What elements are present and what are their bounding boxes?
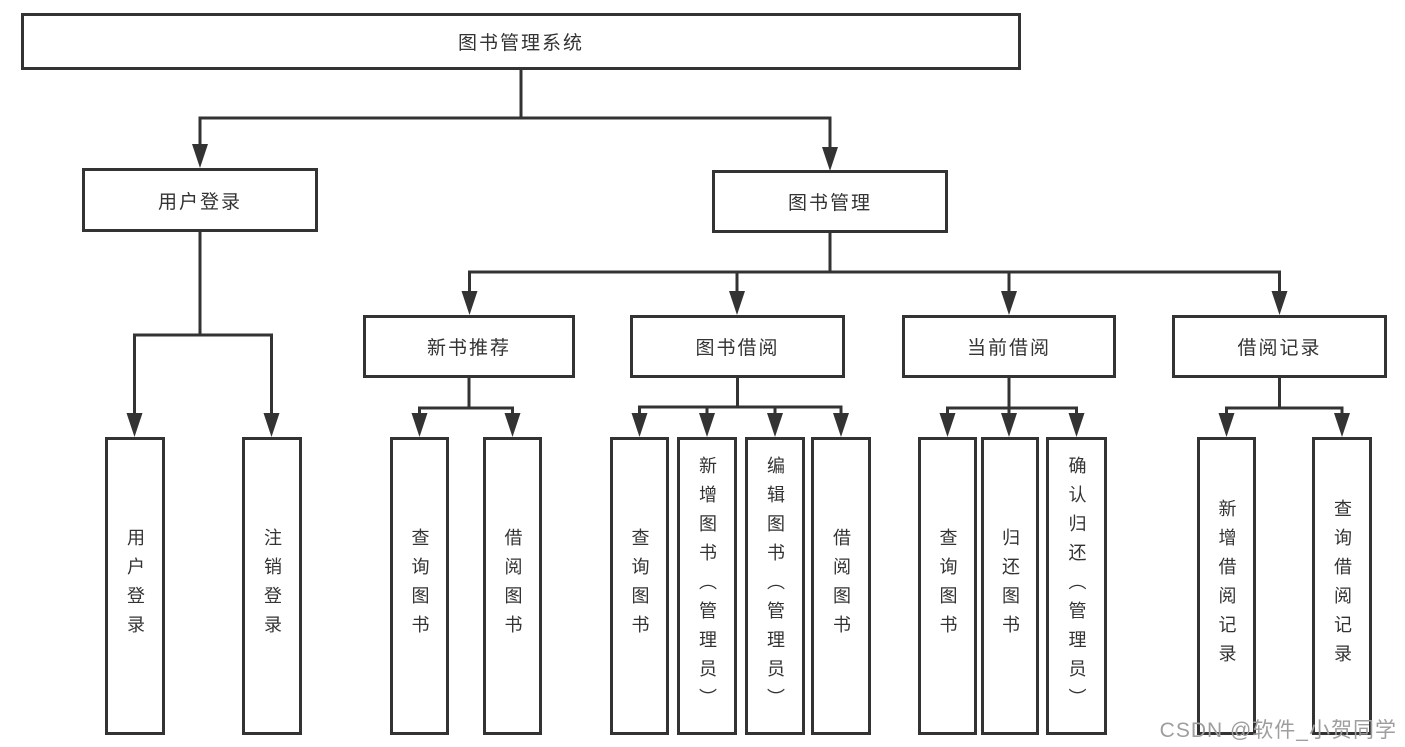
node-borrowing-records: 借阅记录 bbox=[1172, 315, 1387, 378]
node-bb-add-book-admin: 新增图书（管理员） bbox=[677, 437, 737, 735]
node-cb-return-books: 归还图书 bbox=[981, 437, 1039, 735]
node-label: 查询图书 bbox=[629, 528, 650, 644]
arrowhead bbox=[1001, 291, 1017, 315]
node-label: 归还图书 bbox=[1000, 528, 1020, 644]
connector-newbook-children bbox=[411, 378, 521, 437]
node-label: 用户登录 bbox=[125, 528, 145, 644]
arrowhead bbox=[833, 413, 849, 437]
arrowhead bbox=[767, 413, 783, 437]
connector-management-children bbox=[461, 233, 1288, 315]
node-label: 借阅图书 bbox=[502, 528, 523, 644]
node-label: 图书管理系统 bbox=[457, 33, 584, 54]
node-label: 借阅图书 bbox=[831, 528, 851, 644]
arrowhead bbox=[1334, 413, 1350, 437]
arrowhead bbox=[126, 413, 143, 437]
arrowhead bbox=[1068, 413, 1085, 437]
node-logout: 注销登录 bbox=[242, 437, 302, 735]
arrowhead bbox=[461, 291, 478, 315]
node-bb-query-books: 查询图书 bbox=[610, 437, 669, 735]
node-book-borrowing: 图书借阅 bbox=[630, 315, 845, 378]
arrowhead bbox=[1271, 291, 1288, 315]
node-user-login-leaf: 用户登录 bbox=[105, 437, 165, 735]
node-book-management: 图书管理 bbox=[712, 170, 948, 233]
node-label: 图书借阅 bbox=[695, 338, 780, 359]
node-label: 当前借阅 bbox=[966, 338, 1051, 359]
node-br-add-borrow-record: 新增借阅记录 bbox=[1197, 437, 1256, 735]
node-label: 图书管理 bbox=[787, 193, 872, 214]
node-bb-borrow-books: 借阅图书 bbox=[811, 437, 871, 735]
csdn-watermark: CSDN @软件_小贺同学 bbox=[1159, 719, 1397, 742]
node-label: 新书推荐 bbox=[426, 338, 511, 359]
node-label: 新增借阅记录 bbox=[1216, 499, 1237, 673]
arrowhead bbox=[631, 413, 648, 437]
node-label: 查询图书 bbox=[937, 528, 958, 644]
connector-current-children bbox=[939, 378, 1085, 437]
arrowhead bbox=[729, 291, 745, 315]
arrowhead bbox=[822, 147, 838, 171]
node-label: 查询图书 bbox=[409, 528, 430, 644]
node-label: 新增图书（管理员） bbox=[697, 455, 717, 717]
arrowhead bbox=[1001, 413, 1017, 437]
node-cb-query-books: 查询图书 bbox=[918, 437, 977, 735]
arrowhead bbox=[263, 413, 280, 437]
node-label: 借阅记录 bbox=[1237, 338, 1322, 359]
node-current-borrowing: 当前借阅 bbox=[902, 315, 1116, 378]
arrowhead bbox=[699, 413, 715, 437]
arrowhead bbox=[939, 413, 956, 437]
connector-borrowing-children bbox=[631, 378, 849, 437]
connector-root-children bbox=[192, 70, 838, 171]
arrowhead bbox=[411, 413, 428, 437]
node-nb-query-books: 查询图书 bbox=[390, 437, 449, 735]
node-label: 确认归还（管理员） bbox=[1066, 455, 1087, 717]
node-label: 注销登录 bbox=[262, 528, 282, 644]
arrowhead bbox=[192, 144, 208, 168]
connector-login-children bbox=[126, 232, 280, 437]
arrowhead bbox=[1218, 413, 1235, 437]
arrowhead bbox=[504, 413, 521, 437]
node-new-book-recommendation: 新书推荐 bbox=[363, 315, 575, 378]
node-label: 查询借阅记录 bbox=[1332, 499, 1352, 673]
node-bb-edit-book-admin: 编辑图书（管理员） bbox=[745, 437, 805, 735]
node-label: 用户登录 bbox=[157, 191, 242, 213]
node-br-query-borrow-record: 查询借阅记录 bbox=[1312, 437, 1372, 735]
node-library-management-system: 图书管理系统 bbox=[21, 13, 1021, 70]
node-cb-confirm-return-admin: 确认归还（管理员） bbox=[1046, 437, 1107, 735]
connector-records-children bbox=[1218, 378, 1350, 437]
node-nb-borrow-books: 借阅图书 bbox=[483, 437, 542, 735]
node-user-login: 用户登录 bbox=[82, 168, 318, 232]
node-label: 编辑图书（管理员） bbox=[765, 455, 785, 717]
